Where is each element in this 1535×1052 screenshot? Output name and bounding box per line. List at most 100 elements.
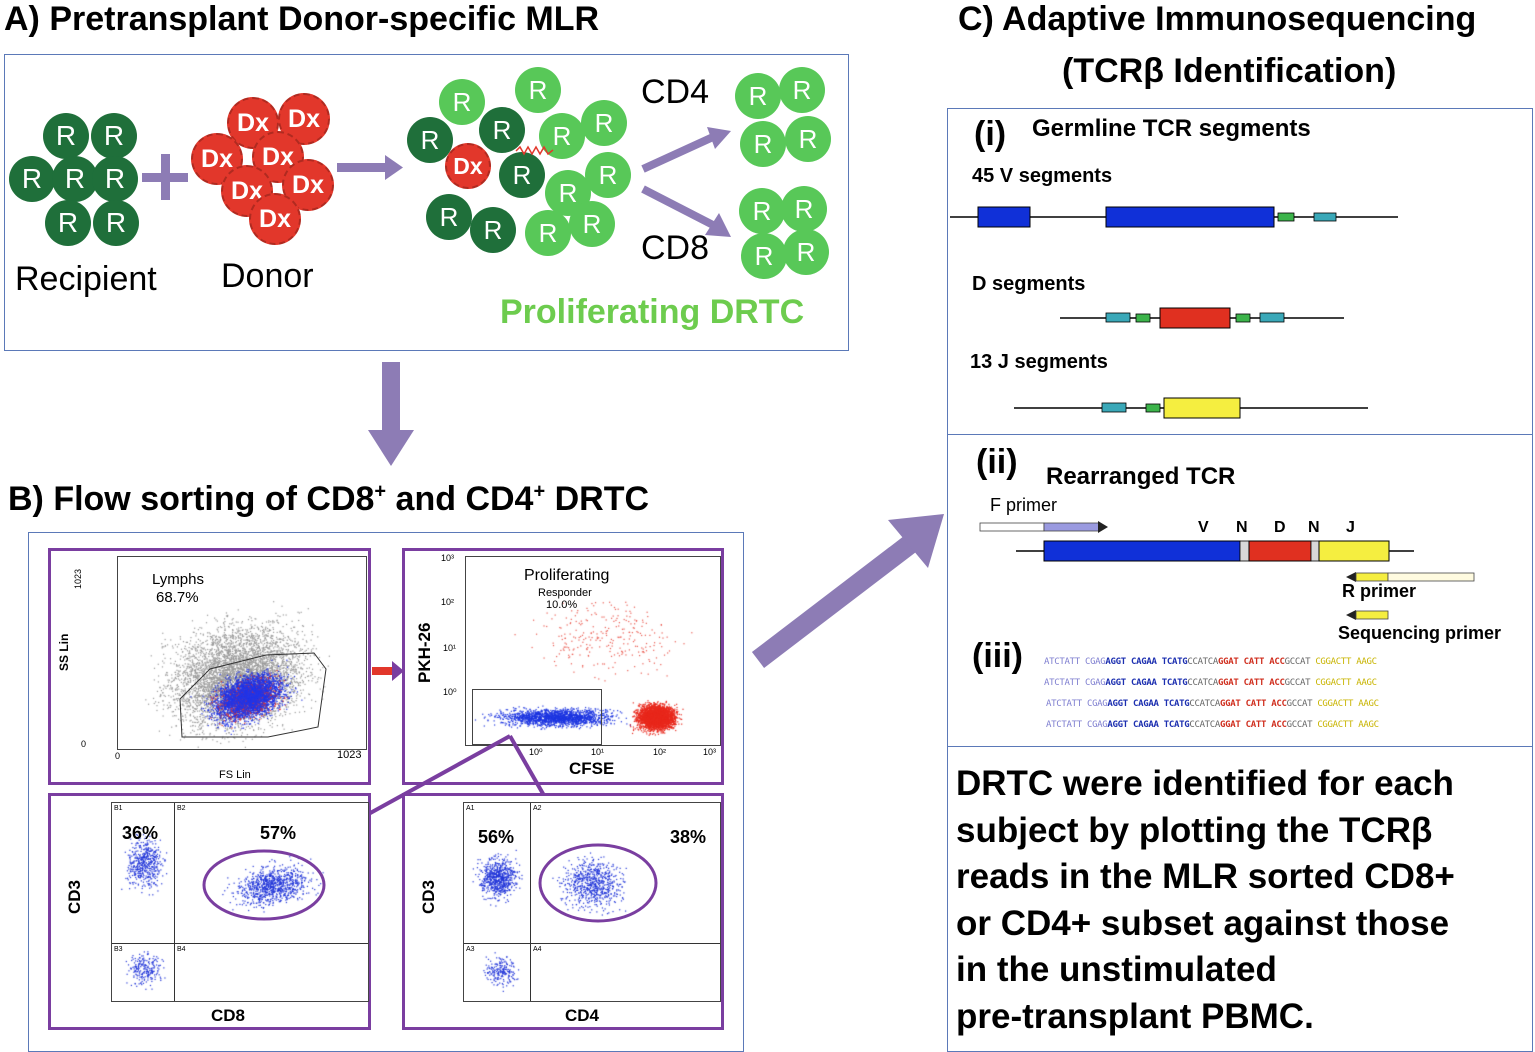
section-ii-label: (ii) (976, 443, 1018, 481)
section-iii-label: (iii) (972, 637, 1023, 675)
quadrant-label: B1 (114, 805, 123, 812)
light-cell: R (545, 170, 591, 216)
donor-cell: Dx (278, 93, 330, 145)
v-label: V (1198, 519, 1209, 536)
light-cell: R (781, 186, 827, 232)
germline-title: Germline TCR segments (1032, 115, 1311, 142)
x-axis-label: CD4 (565, 1006, 600, 1025)
panel-a-title: A) Pretransplant Donor-specific MLR (4, 0, 600, 38)
quadrant-label: B3 (114, 946, 123, 953)
r-primer-label: R primer (1342, 581, 1417, 601)
donor-label: Donor (221, 257, 314, 295)
summary-line: or CD4+ subset against those (956, 903, 1450, 943)
gate-value: 68.7% (156, 589, 199, 606)
y-tick: 10¹ (443, 643, 457, 653)
light-cell: R (581, 100, 627, 146)
dark-cell: R (407, 117, 453, 163)
sequencing-primer-label: Sequencing primer (1338, 623, 1502, 643)
scatter-canvas (118, 557, 366, 749)
cd4-gate-ellipse (538, 843, 658, 923)
cd8-gate-ellipse (202, 849, 326, 921)
flow-plot-cd8: B1 B2 B3 B4 36% 57% CD3 CD8 (48, 793, 371, 1030)
recipient-cell: R (92, 156, 138, 202)
quadrant-label: B2 (177, 805, 186, 812)
panel-a-box: R R R R R R R Recipient Dx Dx Dx Dx Dx D… (4, 54, 849, 351)
sequence-read: ATCTATT CGAGAGGT CAGAA TCATGCCATCAGGAT C… (1044, 657, 1377, 667)
quadrant-label: A2 (533, 805, 542, 812)
recipient-cell: R (43, 113, 89, 159)
quadrant-line (112, 943, 368, 944)
light-cell: R (779, 67, 825, 113)
x-min-tick: 0 (115, 751, 121, 761)
quadrant-label: A4 (533, 946, 542, 953)
cd4-label: CD4 (641, 73, 710, 111)
recipient-cell: R (91, 113, 137, 159)
v-segments-label: 45 V segments (972, 165, 1113, 187)
n2-label: N (1308, 519, 1320, 536)
recipient-cell: R (45, 200, 91, 246)
y-tick: 10⁰ (443, 687, 457, 697)
flow-plot-cd4: A1 A2 A3 A4 56% 38% CD3 CD4 (402, 793, 724, 1030)
plot-frame: Lymphs 68.7% (117, 556, 367, 750)
light-cell: R (515, 67, 561, 113)
summary-line: pre-transplant PBMC. (956, 996, 1314, 1036)
flow-plot-lymphs: Lymphs 68.7% 1023 0 0 1023 SS Lin FS Lin (48, 548, 371, 785)
light-cell: R (585, 152, 631, 198)
j-label: J (1346, 519, 1355, 536)
y-axis-label: CD3 (65, 879, 84, 914)
y-axis-label: PKH-26 (415, 622, 434, 683)
rearranged-diagram (979, 521, 1475, 620)
y-max-tick: 1023 (73, 568, 83, 589)
panel-c-title-line1: C) Adaptive Immunosequencing (958, 0, 1477, 38)
d-segment-diagram (1060, 307, 1344, 329)
x-tick: 10¹ (591, 747, 605, 757)
donor-cell: Dx (282, 159, 334, 211)
recipient-cell: R (9, 156, 55, 202)
gate-sublabel: Responder (538, 587, 592, 599)
recipient-cell: R (52, 156, 98, 202)
donor-cell: Dx (445, 143, 491, 189)
lymph-gate (179, 652, 327, 738)
split-arrows-icon (641, 127, 731, 237)
v-segment-diagram (950, 206, 1398, 228)
sequence-read: ATCTATT CGAGAGGT CAGAA TCATGCCATCAGGAT C… (1046, 720, 1379, 730)
x-axis-label: CD8 (211, 1006, 246, 1025)
scatter-canvas (466, 557, 720, 745)
germline-box: (i) Germline TCR segments 45 V segments … (947, 108, 1533, 435)
dark-cell: R (426, 194, 472, 240)
x-tick: 10² (653, 747, 667, 757)
summary-text: DRTC were identified for each subject by… (956, 761, 1455, 1040)
quadrant-percent: 57% (260, 823, 297, 843)
rearranged-box: (ii) Rearranged TCR F primer V N D N J R… (947, 434, 1533, 747)
section-i-label: (i) (974, 115, 1007, 153)
quadrant-line (464, 943, 720, 944)
gate-label: Proliferating (524, 567, 610, 584)
n1-label: N (1236, 519, 1248, 536)
summary-box: DRTC were identified for each subject by… (947, 746, 1533, 1052)
quadrant-percent: 56% (478, 827, 515, 847)
sequence-read: ATCTATT CGAGAGGT CAGAA TCATGCCATCAGGAT C… (1046, 699, 1379, 709)
donor-cell: Dx (249, 193, 301, 245)
x-tick: 10⁰ (529, 747, 543, 757)
quadrant-line (174, 803, 175, 1001)
light-cell: R (785, 116, 831, 162)
proliferating-label: Proliferating DRTC (500, 293, 805, 331)
quadrant-label: A1 (466, 805, 475, 812)
plot-frame: A1 A2 A3 A4 56% 38% (463, 802, 721, 1002)
x-tick: 10³ (703, 747, 717, 757)
light-cell: R (739, 188, 785, 234)
y-tick: 10³ (441, 553, 455, 563)
x-axis-label: CFSE (569, 759, 615, 778)
summary-line: reads in the MLR sorted CD8+ (956, 857, 1455, 896)
plot-frame: B1 B2 B3 B4 36% 57% (111, 802, 369, 1002)
to-sequencing-arrow-icon (751, 514, 944, 668)
light-cell: R (735, 73, 781, 119)
arrow-icon (337, 155, 403, 180)
light-cell: R (569, 201, 615, 247)
light-cell: R (783, 229, 829, 275)
quadrant-label: B4 (177, 946, 186, 953)
panel-c-title-line2: (TCRβ Identification) (1062, 52, 1397, 90)
scatter-canvas (464, 803, 720, 1001)
dark-cell: R (470, 207, 516, 253)
j-segments-label: 13 J segments (970, 351, 1108, 373)
